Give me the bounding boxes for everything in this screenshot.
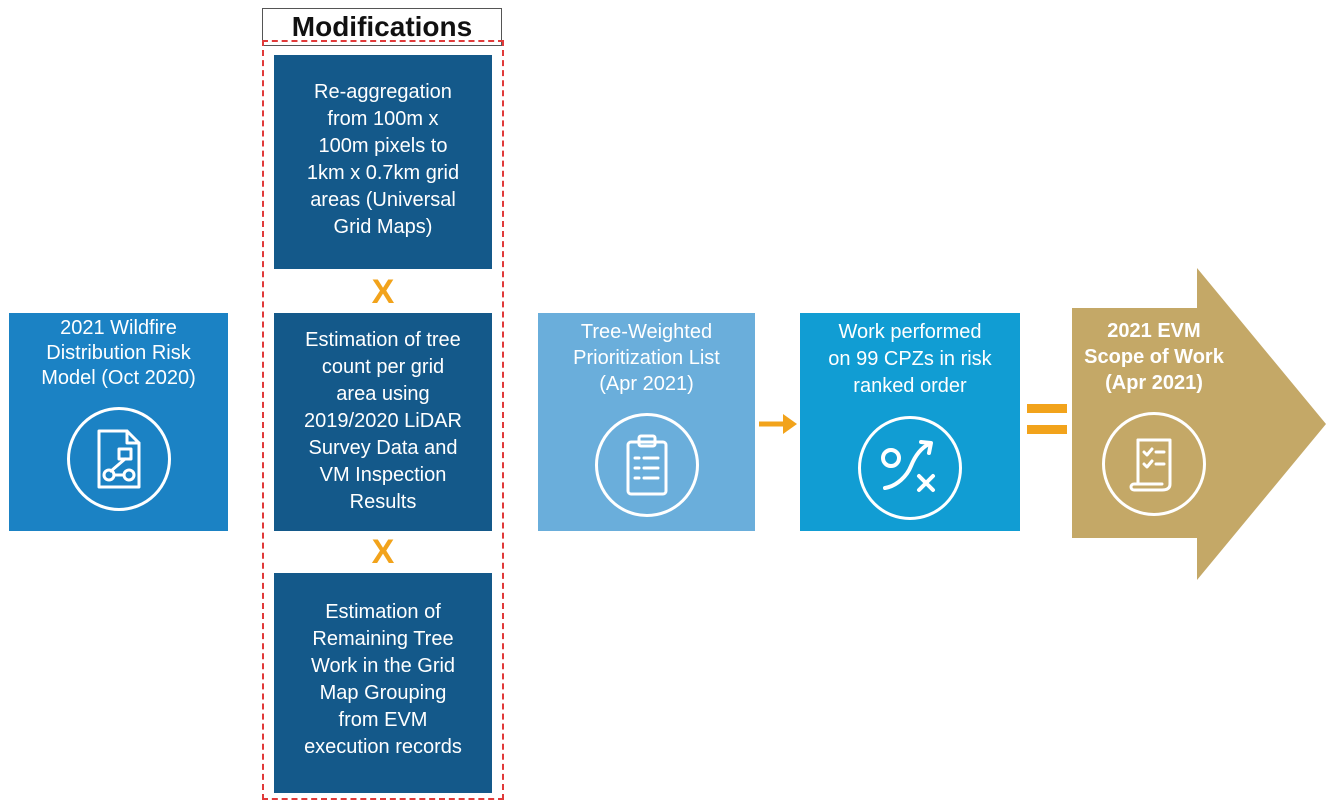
modification-text: Estimation of Remaining Tree Work in the… xyxy=(304,601,462,758)
modifications-group-border xyxy=(262,40,504,800)
risk-model-box: 2021 Wildfire Distribution Risk Model (O… xyxy=(9,313,228,531)
equals-bar xyxy=(1027,404,1067,413)
checklist-scroll-icon xyxy=(1102,412,1206,516)
document-flowchart-icon xyxy=(66,407,171,511)
modification-box-tree-count: Estimation of tree count per grid area u… xyxy=(274,313,492,531)
equals-bar xyxy=(1027,425,1067,434)
clipboard-list-icon xyxy=(594,413,699,517)
modification-box-remaining-work: Estimation of Remaining Tree Work in the… xyxy=(274,573,492,793)
work-performed-text: Work performed on 99 CPZs in risk ranked… xyxy=(828,321,992,397)
work-performed-box: Work performed on 99 CPZs in risk ranked… xyxy=(800,313,1020,531)
evm-scope-text: 2021 EVM Scope of Work (Apr 2021) xyxy=(1084,320,1224,394)
modification-text: Re-aggregation from 100m x 100m pixels t… xyxy=(306,81,460,238)
modification-text: Estimation of tree count per grid area u… xyxy=(304,329,462,513)
modifications-title: Modifications xyxy=(262,8,502,46)
multiply-operator: X xyxy=(371,273,395,311)
arrow-right-icon xyxy=(759,414,797,434)
equals-operator xyxy=(1027,404,1067,434)
evm-scope-content: 2021 EVM Scope of Work (Apr 2021) xyxy=(1072,318,1236,516)
modification-box-reaggregation: Re-aggregation from 100m x 100m pixels t… xyxy=(274,55,492,269)
risk-model-text: 2021 Wildfire Distribution Risk Model (O… xyxy=(41,317,196,389)
multiply-operator: X xyxy=(371,533,395,571)
strategy-path-icon xyxy=(858,416,962,520)
prioritization-text: Tree-Weighted Prioritization List (Apr 2… xyxy=(573,321,720,395)
prioritization-list-box: Tree-Weighted Prioritization List (Apr 2… xyxy=(538,313,755,531)
